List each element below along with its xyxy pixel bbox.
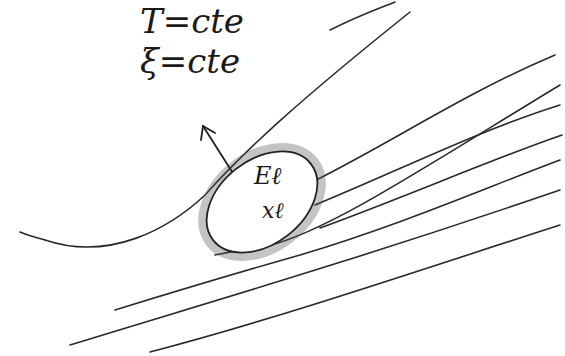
equation-label: T=cte <box>140 4 244 38</box>
ellipse-label: Eℓ <box>254 164 282 188</box>
streamline <box>115 160 560 310</box>
streamline <box>330 2 395 30</box>
streamline <box>320 135 562 228</box>
ellipse-shape <box>192 140 332 264</box>
streamline <box>20 232 45 240</box>
equation-label: ξ=cte <box>140 44 240 78</box>
ellipse-label: xℓ <box>262 200 284 222</box>
streamline <box>300 55 555 188</box>
inclusion-ellipse: Eℓ xℓ <box>192 140 332 264</box>
normal-arrow <box>203 126 236 178</box>
streamline <box>315 105 560 205</box>
arrow-head <box>201 126 215 140</box>
hatched-halo <box>182 125 343 279</box>
